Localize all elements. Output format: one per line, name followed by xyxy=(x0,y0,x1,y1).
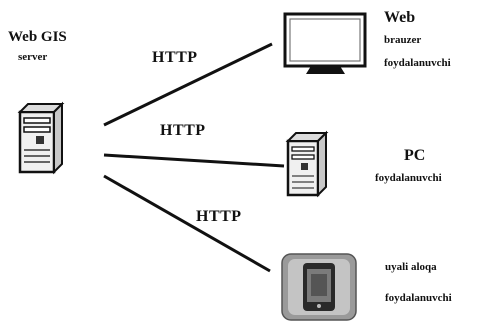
pc-tower-icon xyxy=(285,130,329,198)
http-label-mobile: HTTP xyxy=(196,208,242,225)
server-title: Web GIS xyxy=(8,29,67,45)
web-client-title: Web xyxy=(384,9,416,26)
http-label-pc: HTTP xyxy=(160,122,206,139)
server-tower-icon xyxy=(17,101,65,175)
connector-line-mobile xyxy=(103,174,271,273)
server-subtitle: server xyxy=(18,51,48,63)
pc-client-title: PC xyxy=(404,147,426,164)
mobile-client-line1: uyali aloqa xyxy=(385,261,437,273)
mobile-phone-icon xyxy=(281,253,357,321)
web-client-line2: brauzer xyxy=(384,34,422,46)
mobile-client-line2: foydalanuvchi xyxy=(385,292,452,304)
connector-line-pc xyxy=(103,153,285,168)
monitor-icon xyxy=(283,12,367,74)
pc-client-subtitle: foydalanuvchi xyxy=(375,172,442,184)
web-client-line3: foydalanuvchi xyxy=(384,57,451,69)
http-label-web: HTTP xyxy=(152,49,198,66)
connector-line-web xyxy=(103,42,273,127)
